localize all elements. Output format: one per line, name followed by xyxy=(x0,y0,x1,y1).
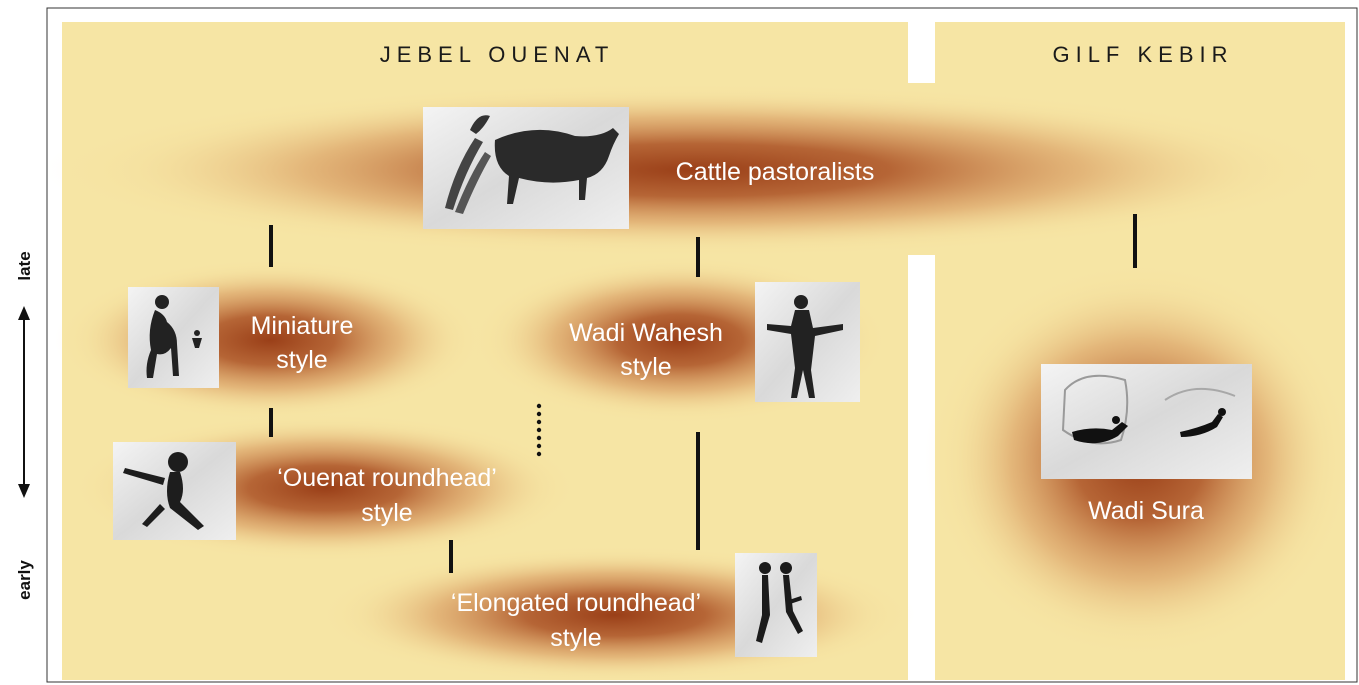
wadi-sura-rock-art-photo xyxy=(1041,364,1252,479)
elongated-roundhead-rock-art-photo xyxy=(735,553,817,657)
wadi-wahesh-style-label-line1: Wadi Wahesh xyxy=(569,319,723,347)
jebel-ouenat-title: JEBEL OUENAT xyxy=(380,42,615,67)
late-label: late xyxy=(15,251,34,280)
wadi-wahesh-rock-art-photo xyxy=(755,282,860,402)
cattle-rock-art-photo xyxy=(423,107,629,229)
gilf-kebir-title: GILF KEBIR xyxy=(1052,42,1233,67)
ouenat-roundhead-style-label-line1: ‘Ouenat roundhead’ xyxy=(277,464,497,492)
miniature-rock-art-photo xyxy=(128,287,219,388)
wadi-sura-label: Wadi Sura xyxy=(1088,497,1204,525)
elongated-roundhead-style-label-line2: style xyxy=(550,624,601,652)
early-label: early xyxy=(15,560,34,600)
wadi-wahesh-style-label-line2: style xyxy=(620,353,671,381)
ouenat-roundhead-style-label-line2: style xyxy=(361,499,412,527)
ouenat-roundhead-rock-art-photo xyxy=(113,442,236,540)
arrow-down-icon xyxy=(18,484,30,498)
miniature-style-glow xyxy=(55,258,485,422)
elongated-roundhead-style-label-line1: ‘Elongated roundhead’ xyxy=(451,589,701,617)
cattle-pastoralists-label: Cattle pastoralists xyxy=(676,158,875,186)
miniature-style-label-line2: style xyxy=(276,346,327,374)
miniature-style-label-line1: Miniature xyxy=(251,312,354,340)
arrow-up-icon xyxy=(18,306,30,320)
time-axis: late early xyxy=(15,251,34,600)
